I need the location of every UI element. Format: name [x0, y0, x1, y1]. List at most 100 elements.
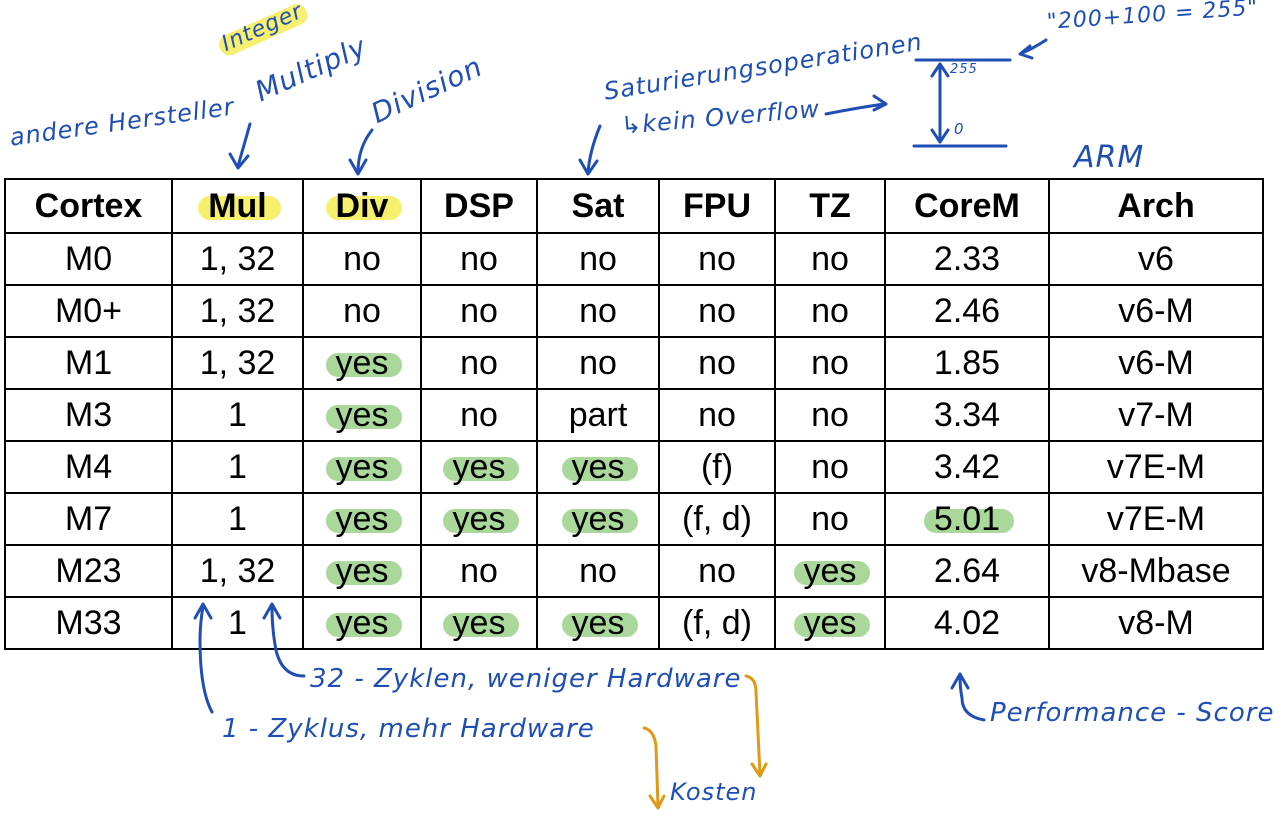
- table-cell-tz: no: [774, 284, 886, 338]
- header-cell-corem: CoreM: [884, 178, 1050, 234]
- cell-value: yes: [325, 344, 403, 382]
- arrow-32-zyklen: [262, 602, 306, 678]
- scale-label-0: 0: [954, 120, 965, 138]
- header-label: Sat: [571, 187, 625, 225]
- cell-value: no: [811, 396, 849, 434]
- table-cell-div: no: [302, 232, 422, 286]
- table-cell-corem: 3.34: [884, 388, 1050, 442]
- cell-value: no: [811, 240, 849, 278]
- arrow-multiply: [228, 122, 252, 170]
- cell-value: no: [698, 292, 736, 330]
- note-performance-score: Performance - Score: [990, 698, 1275, 728]
- table-cell-arch: v7E-M: [1048, 440, 1264, 494]
- cell-value: v6-M: [1118, 292, 1194, 330]
- table-cell-arch: v6-M: [1048, 336, 1264, 390]
- cell-value: no: [698, 396, 736, 434]
- header-label: Arch: [1117, 187, 1195, 225]
- cell-value: yes: [442, 500, 520, 538]
- header-cell-cortex: Cortex: [4, 178, 173, 234]
- table-cell-mul: 1, 32: [171, 232, 304, 286]
- cell-value: yes: [561, 500, 639, 538]
- header-cell-arch: Arch: [1048, 178, 1264, 234]
- table-cell-corem: 2.46: [884, 284, 1050, 338]
- arrow-division: [348, 128, 374, 176]
- cell-value: yes: [325, 500, 403, 538]
- cell-value: 1: [228, 500, 247, 538]
- table-cell-sat: yes: [536, 492, 660, 546]
- table-cell-mul: 1: [171, 492, 304, 546]
- cell-value: yes: [442, 604, 520, 642]
- cell-value: yes: [793, 604, 871, 642]
- table-cell-sat: no: [536, 336, 660, 390]
- header-label: FPU: [683, 187, 751, 225]
- cell-value: 1, 32: [199, 344, 276, 382]
- cell-value: no: [579, 552, 617, 590]
- header-cell-tz: TZ: [774, 178, 886, 234]
- table-cell-mul: 1, 32: [171, 544, 304, 598]
- table-cell-cortex: M33: [4, 596, 173, 650]
- cell-value: no: [579, 240, 617, 278]
- note-kosten: Kosten: [670, 778, 758, 806]
- cell-value: (f): [700, 448, 734, 486]
- cell-value: (f, d): [682, 604, 752, 642]
- table-cell-sat: no: [536, 284, 660, 338]
- table-cell-fpu: no: [658, 544, 776, 598]
- cell-value: v6-M: [1118, 344, 1194, 382]
- table-cell-mul: 1: [171, 596, 304, 650]
- table-cell-arch: v8-M: [1048, 596, 1264, 650]
- table-cell-tz: no: [774, 492, 886, 546]
- cell-value: no: [811, 500, 849, 538]
- table-cell-fpu: no: [658, 284, 776, 338]
- table-cell-arch: v6-M: [1048, 284, 1264, 338]
- cell-value: (f, d): [682, 500, 752, 538]
- header-label: DSP: [444, 187, 514, 225]
- cell-value: yes: [325, 396, 403, 434]
- table-cell-corem: 2.33: [884, 232, 1050, 286]
- table-cell-arch: v8-Mbase: [1048, 544, 1264, 598]
- cell-value: no: [460, 240, 498, 278]
- cell-value: no: [460, 552, 498, 590]
- table-cell-dsp: yes: [420, 440, 538, 494]
- table-cell-corem: 4.02: [884, 596, 1050, 650]
- table-cell-dsp: no: [420, 284, 538, 338]
- cell-value: no: [343, 240, 381, 278]
- cell-value: no: [811, 344, 849, 382]
- cell-value: M33: [55, 604, 122, 642]
- table-cell-div: yes: [302, 388, 422, 442]
- table-cell-fpu: (f, d): [658, 596, 776, 650]
- table-cell-fpu: (f): [658, 440, 776, 494]
- note-1-zyklus: 1 - Zyklus, mehr Hardware: [222, 714, 595, 744]
- cell-value: 2.46: [933, 292, 1001, 330]
- cell-value: 4.02: [933, 604, 1001, 642]
- cell-value: 3.42: [933, 448, 1001, 486]
- cell-value: yes: [442, 448, 520, 486]
- table-cell-tz: yes: [774, 596, 886, 650]
- cell-value: no: [698, 344, 736, 382]
- table-cell-cortex: M0: [4, 232, 173, 286]
- cell-value: M3: [64, 396, 113, 434]
- table-cell-mul: 1: [171, 388, 304, 442]
- cell-value: no: [811, 448, 849, 486]
- table-cell-dsp: no: [420, 544, 538, 598]
- table-cell-mul: 1, 32: [171, 336, 304, 390]
- table-cell-tz: no: [774, 336, 886, 390]
- header-label: Div: [325, 187, 403, 225]
- header-cell-sat: Sat: [536, 178, 660, 234]
- cell-value: part: [568, 396, 628, 434]
- table-cell-cortex: M1: [4, 336, 173, 390]
- table-cell-arch: v7E-M: [1048, 492, 1264, 546]
- cell-value: 5.01: [923, 500, 1015, 538]
- orange-bracket-32-zyklen: [744, 674, 768, 778]
- cell-value: M7: [64, 500, 113, 538]
- cell-value: yes: [325, 604, 403, 642]
- header-cell-dsp: DSP: [420, 178, 538, 234]
